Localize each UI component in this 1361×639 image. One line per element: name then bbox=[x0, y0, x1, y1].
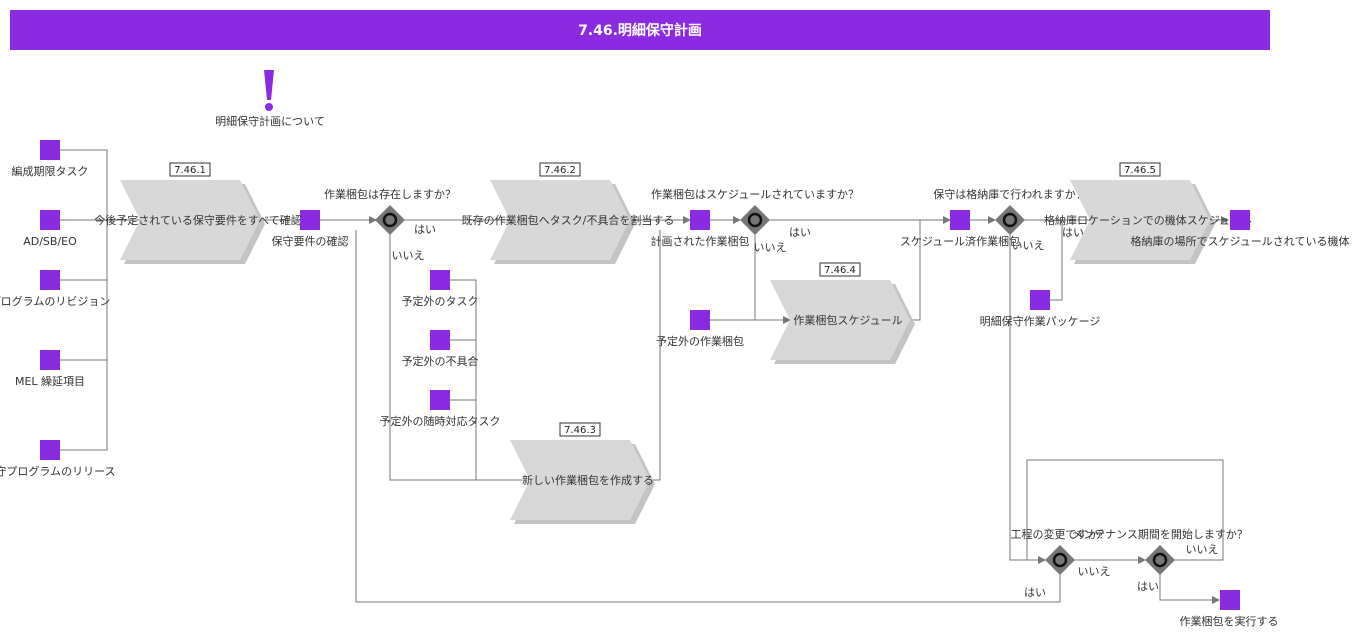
process-label-5: 格納庫ロケーションでの機体スケジュール bbox=[1044, 213, 1252, 227]
note-label: 明細保守計画について bbox=[215, 114, 325, 128]
artifact-req-confirm-label: 保守要件の確認 bbox=[272, 234, 349, 248]
process-id-5: 7.46.5 bbox=[1124, 165, 1156, 176]
process-id-3: 7.46.3 bbox=[564, 425, 596, 436]
process-7-46-5[interactable]: 7.46.5 格納庫ロケーションでの機体スケジュール bbox=[1044, 162, 1252, 264]
artifact-req-confirm[interactable] bbox=[300, 210, 320, 230]
input-marker-1[interactable] bbox=[40, 140, 60, 160]
artifact-detail-pkg-label: 明細保守作業パッケージ bbox=[980, 314, 1101, 328]
process-label-3: 新しい作業梱包を作成する bbox=[522, 473, 654, 487]
d3-yes-label: はい bbox=[1062, 226, 1084, 239]
artifact-unplanned-task[interactable] bbox=[430, 270, 450, 290]
decision-2-label: 作業梱包はスケジュールされていますか？ bbox=[651, 187, 859, 201]
process-7-46-4[interactable]: 7.46.4 作業梱包スケジュール bbox=[770, 262, 915, 364]
artifact-execute-wp[interactable] bbox=[1220, 590, 1240, 610]
process-7-46-3[interactable]: 7.46.3 新しい作業梱包を作成する bbox=[510, 422, 655, 524]
page-title: 7.46.明細保守計画 bbox=[10, 10, 1270, 50]
d4-yes-label: はい bbox=[1024, 586, 1046, 599]
artifact-execute-wp-label: 作業梱包を実行する bbox=[1180, 614, 1279, 628]
decision-1-label: 作業梱包は存在しますか？ bbox=[324, 187, 456, 201]
input-label-5: 保守プログラムのリリース bbox=[0, 464, 116, 478]
note-icon[interactable] bbox=[264, 70, 274, 111]
decision-5[interactable] bbox=[1145, 545, 1175, 575]
decision-1[interactable] bbox=[375, 205, 405, 235]
decision-3-label: 保守は格納庫で行われますか？ bbox=[933, 187, 1086, 201]
d5-no-label: いいえ bbox=[1186, 543, 1219, 556]
decision-4-label: 工程の変更ですか？ bbox=[1011, 527, 1110, 541]
d5-yes-label: はい bbox=[1137, 580, 1159, 593]
input-marker-5[interactable] bbox=[40, 440, 60, 460]
process-label-4: 作業梱包スケジュール bbox=[793, 313, 902, 327]
decision-5-label: メンテナンス期間を開始しますか？ bbox=[1072, 527, 1248, 541]
d2-yes-label: はい bbox=[789, 226, 811, 239]
artifact-unplanned-defect[interactable] bbox=[430, 330, 450, 350]
artifact-unplanned-wp-label: 予定外の作業梱包 bbox=[656, 334, 744, 348]
artifact-aircraft-scheduled-label: 格納庫の場所でスケジュールされている機体 bbox=[1131, 234, 1350, 248]
artifact-detail-pkg[interactable] bbox=[1030, 290, 1050, 310]
artifact-unplanned-defect-label: 予定外の不具合 bbox=[402, 354, 479, 368]
decision-4[interactable] bbox=[1045, 545, 1075, 575]
process-label-2: 既存の作業梱包へタスク/不具合を割当する bbox=[462, 213, 675, 227]
decision-2[interactable] bbox=[740, 205, 770, 235]
artifact-unplanned-adhoc-label: 予定外の随時対応タスク bbox=[380, 414, 501, 428]
input-label-2: AD/SB/EO bbox=[23, 235, 77, 248]
input-marker-4[interactable] bbox=[40, 350, 60, 370]
page-title-text: 7.46.明細保守計画 bbox=[578, 23, 702, 39]
artifact-aircraft-scheduled[interactable] bbox=[1230, 210, 1250, 230]
d2-no-label: いいえ bbox=[754, 241, 787, 254]
artifact-scheduled-wp-label: スケジュール済作業梱包 bbox=[900, 234, 1020, 248]
artifact-planned-wp[interactable] bbox=[690, 210, 710, 230]
d1-no-label: いいえ bbox=[392, 249, 425, 262]
process-id-1: 7.46.1 bbox=[174, 165, 206, 176]
d4-no-label: いいえ bbox=[1078, 565, 1111, 578]
input-marker-3[interactable] bbox=[40, 270, 60, 290]
input-marker-2[interactable] bbox=[40, 210, 60, 230]
input-label-4: MEL 繰延項目 bbox=[15, 374, 85, 388]
process-7-46-2[interactable]: 7.46.2 既存の作業梱包へタスク/不具合を割当する bbox=[462, 162, 675, 264]
input-label-3: プログラムのリビジョン bbox=[0, 294, 110, 308]
process-label-1: 今後予定されている保守要件をすべて確認 bbox=[94, 213, 301, 227]
d3-no-label: いいえ bbox=[1012, 239, 1045, 252]
artifact-planned-wp-label: 計画された作業梱包 bbox=[651, 234, 750, 248]
artifact-unplanned-wp[interactable] bbox=[690, 310, 710, 330]
process-id-2: 7.46.2 bbox=[544, 165, 576, 176]
artifact-scheduled-wp[interactable] bbox=[950, 210, 970, 230]
artifact-unplanned-task-label: 予定外のタスク bbox=[402, 294, 479, 308]
decision-3[interactable] bbox=[995, 205, 1025, 235]
process-id-4: 7.46.4 bbox=[824, 265, 856, 276]
input-label-1: 編成期限タスク bbox=[12, 164, 89, 178]
artifact-unplanned-adhoc[interactable] bbox=[430, 390, 450, 410]
d1-yes-label: はい bbox=[414, 223, 436, 236]
process-7-46-1[interactable]: 7.46.1 今後予定されている保守要件をすべて確認 bbox=[94, 162, 302, 264]
